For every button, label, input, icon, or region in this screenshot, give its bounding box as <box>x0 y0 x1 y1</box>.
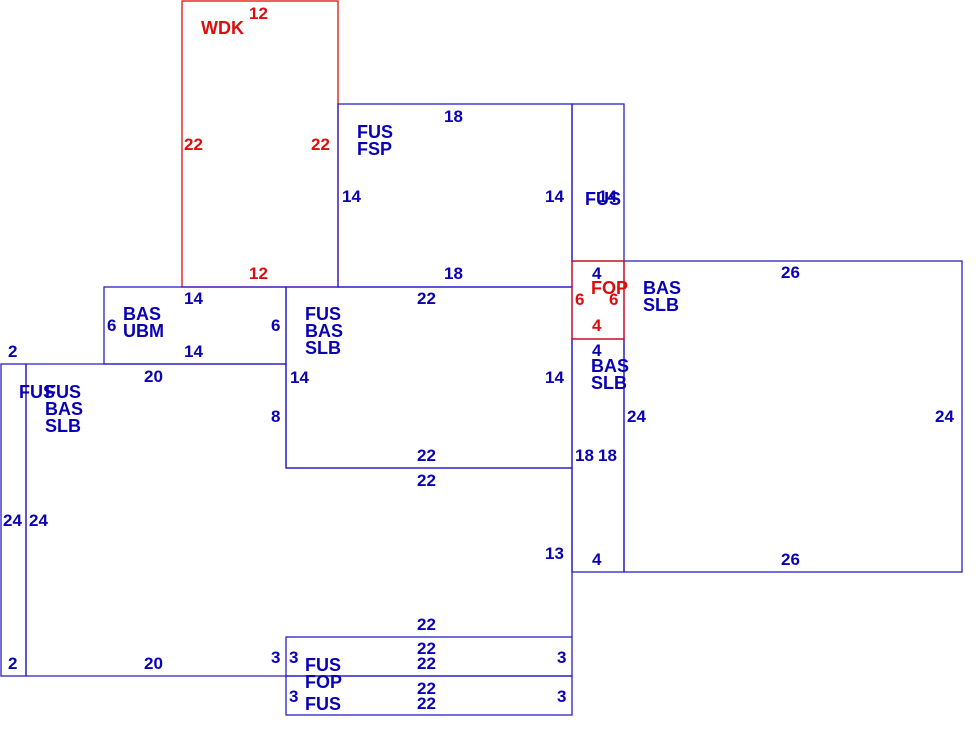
strip-2-dim-right: 3 <box>557 687 566 706</box>
west-main-outline <box>25 363 287 677</box>
fus-fsp-dim-bottom: 18 <box>444 264 463 283</box>
center-dim-top: 22 <box>417 289 436 308</box>
south-main-dim-right: 13 <box>545 544 564 563</box>
south-main-dim-bottom: 22 <box>417 615 436 634</box>
center-dim-bottom: 22 <box>417 446 436 465</box>
wdk-dim-bottom: 12 <box>249 264 268 283</box>
west-main-label-1: FUS <box>45 382 81 402</box>
west-main-label-2: BAS <box>45 399 83 419</box>
strip-2-label-1: FOP <box>305 672 342 692</box>
strip-1-dim-right: 3 <box>557 648 566 667</box>
bas-ubm-dim-right: 6 <box>271 316 280 335</box>
strip-2-dim-bottom: 22 <box>417 694 436 713</box>
west-strip-label: FUS <box>19 382 55 402</box>
wdk-label: WDK <box>201 18 244 38</box>
bas-ubm-dim-top: 14 <box>184 289 203 308</box>
narrow-bas-label-2: SLB <box>591 373 627 393</box>
wdk-dim-right: 22 <box>311 135 330 154</box>
west-main-label-3: SLB <box>45 416 81 436</box>
west-main-dim-bottom: 20 <box>144 654 163 673</box>
strip-1-label: FUS <box>305 655 341 675</box>
south-main-outline <box>286 467 573 637</box>
narrow-fus-label: FUS <box>585 189 621 209</box>
west-strip-dim-side: 24 <box>3 511 22 530</box>
west-main-dim-left: 24 <box>29 511 48 530</box>
narrow-fus-dim-top: 14 <box>598 187 617 206</box>
west-strip-dim-bottom: 2 <box>8 654 17 673</box>
narrow-bas-dim-bottom: 4 <box>592 550 602 569</box>
strip-1-dim-left: 3 <box>289 648 298 667</box>
fop-small-dim-bottom: 4 <box>592 316 602 335</box>
narrow-bas-dim-right: 18 <box>598 446 617 465</box>
west-main-dim-top: 20 <box>144 367 163 386</box>
fus-fsp-dim-right: 14 <box>545 187 564 206</box>
center-label-1: FUS <box>305 304 341 324</box>
bas-ubm-dim-bottom: 14 <box>184 342 203 361</box>
west-strip-dim-top: 2 <box>8 342 17 361</box>
bas-slb-east-label-1: BAS <box>643 278 681 298</box>
bas-slb-east-dim-right: 24 <box>935 407 954 426</box>
fop-small-dim-right: 6 <box>609 290 618 309</box>
bas-slb-east-dim-left: 24 <box>627 407 646 426</box>
west-main-dim-right-lower: 3 <box>271 648 280 667</box>
bas-slb-east-dim-top: 26 <box>781 263 800 282</box>
strip-2-dim-left: 3 <box>289 687 298 706</box>
bas-ubm-dim-left: 6 <box>107 316 116 335</box>
strip-1-dim-bottom: 22 <box>417 654 436 673</box>
fus-fsp-label-2: FSP <box>357 139 392 159</box>
center-dim-left: 14 <box>290 368 309 387</box>
narrow-bas-label-1: BAS <box>591 356 629 376</box>
strip-2-label-2: FUS <box>305 694 341 714</box>
west-main-dim-right-upper: 8 <box>271 407 280 426</box>
center-label-3: SLB <box>305 338 341 358</box>
fop-small-dim-left: 6 <box>575 290 584 309</box>
bas-slb-east-label-2: SLB <box>643 295 679 315</box>
strip-1-dim-top: 22 <box>417 639 436 658</box>
fop-small-outline <box>571 260 625 340</box>
wdk-dim-top: 12 <box>249 4 268 23</box>
bas-ubm-label-1: BAS <box>123 304 161 324</box>
wdk-dim-left: 22 <box>184 135 203 154</box>
fus-fsp-dim-left: 14 <box>342 187 361 206</box>
fop-small-label: FOP <box>591 278 628 298</box>
bas-slb-east-dim-bottom: 26 <box>781 550 800 569</box>
fop-small-dim-top: 4 <box>592 264 602 283</box>
fus-fsp-label-1: FUS <box>357 122 393 142</box>
bas-ubm-label-2: UBM <box>123 321 164 341</box>
narrow-bas-dim-top: 4 <box>592 341 602 360</box>
strip-2-dim-top: 22 <box>417 679 436 698</box>
narrow-fus-outline <box>571 103 625 262</box>
south-main-dim-top: 22 <box>417 471 436 490</box>
center-label-2: BAS <box>305 321 343 341</box>
fus-fsp-dim-top: 18 <box>444 107 463 126</box>
center-dim-right: 14 <box>545 368 564 387</box>
narrow-bas-dim-left: 18 <box>575 446 594 465</box>
strip-2-outline <box>285 675 573 716</box>
